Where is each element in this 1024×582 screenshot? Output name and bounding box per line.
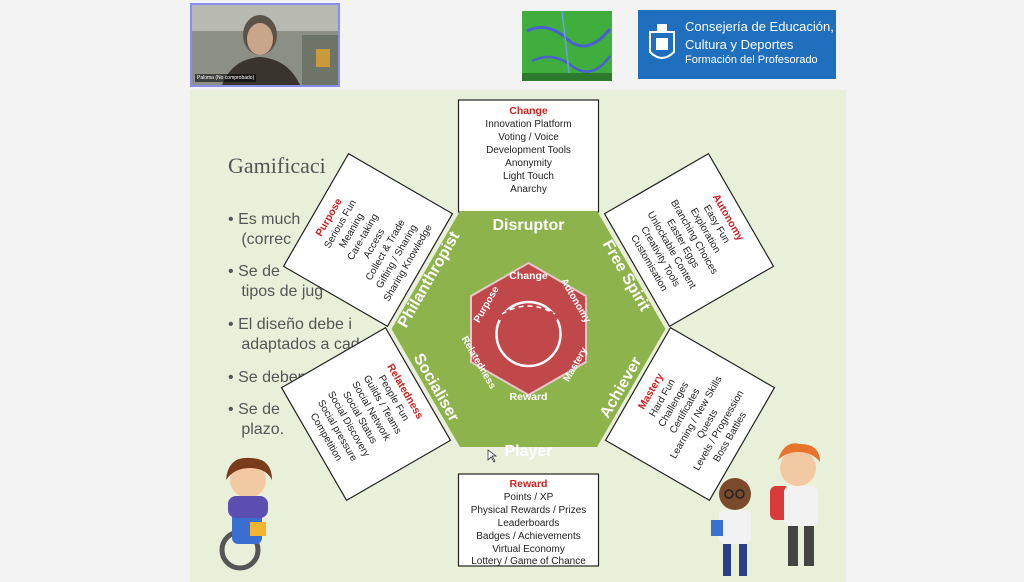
participant-image: [192, 5, 338, 85]
label-player: Player: [504, 443, 552, 460]
card-player-reward: Reward Points / XP Physical Rewards / Pr…: [457, 473, 600, 567]
inner-label-reward: Reward: [510, 391, 548, 403]
card-item: Anarchy: [510, 184, 547, 195]
card-heading: Change: [509, 105, 548, 117]
card-item: Physical Rewards / Prizes: [471, 505, 587, 516]
card-socialiser-relatedness: Relatedness People Fun Guilds / Teams So…: [280, 326, 452, 502]
card-item: Anonymity: [505, 158, 552, 169]
inner-hexagon: [470, 261, 587, 397]
card-item: Leaderboards: [498, 518, 560, 529]
bullet-4: • Se deben: [228, 369, 307, 386]
inner-label-change: Change: [509, 270, 548, 282]
card-item: Points / XP: [504, 492, 554, 503]
card-disruptor-change: Change Innovation Platform Voting / Voic…: [457, 99, 600, 213]
card-heading: Reward: [510, 478, 548, 490]
bullet-5: • Se de plazo.: [228, 401, 285, 438]
mouse-cursor-icon: [487, 449, 498, 463]
card-item: Lottery / Game of Chance: [471, 556, 586, 567]
crest-icon: [649, 24, 675, 59]
slide-title: Gamificaci: [228, 153, 326, 178]
bullet-1: • Es much (correc: [228, 211, 301, 248]
boy-backpack-illustration: [770, 443, 820, 566]
card-item: Virtual Economy: [492, 544, 565, 555]
label-disruptor: Disruptor: [493, 217, 565, 234]
card-item: Innovation Platform: [485, 119, 571, 130]
card-item: Development Tools: [486, 145, 571, 156]
participant-video[interactable]: Paloma (No comprobado): [190, 3, 340, 87]
center-circle: [495, 300, 562, 368]
institution-logo: Consejería de Educación, Cultura y Depor…: [638, 10, 836, 79]
boy-glasses-illustration: [711, 478, 751, 576]
bullet-2: • Se de tipos de jug: [228, 263, 324, 300]
card-philanthropist-purpose: Purpose Serious Fun Meaning Care-taking …: [282, 152, 454, 328]
card-item: Voting / Voice: [498, 132, 559, 143]
participant-name: Paloma (No comprobado): [195, 74, 257, 82]
card-freespirit-autonomy: Autonomy Easy Fun Exploration Branching …: [603, 152, 775, 328]
map-thumbnail: [522, 11, 612, 81]
logo-line-3: Formación del Profesorado: [685, 54, 818, 66]
child-wheelchair-illustration: [219, 457, 272, 571]
logo-line-1: Consejería de Educación,: [685, 19, 834, 34]
logo-line-2: Cultura y Deportes: [685, 37, 794, 52]
card-item: Badges / Achievements: [476, 531, 581, 542]
bullet-3: • El diseño debe i adaptados a cad: [228, 316, 360, 353]
card-item: Light Touch: [503, 171, 554, 182]
